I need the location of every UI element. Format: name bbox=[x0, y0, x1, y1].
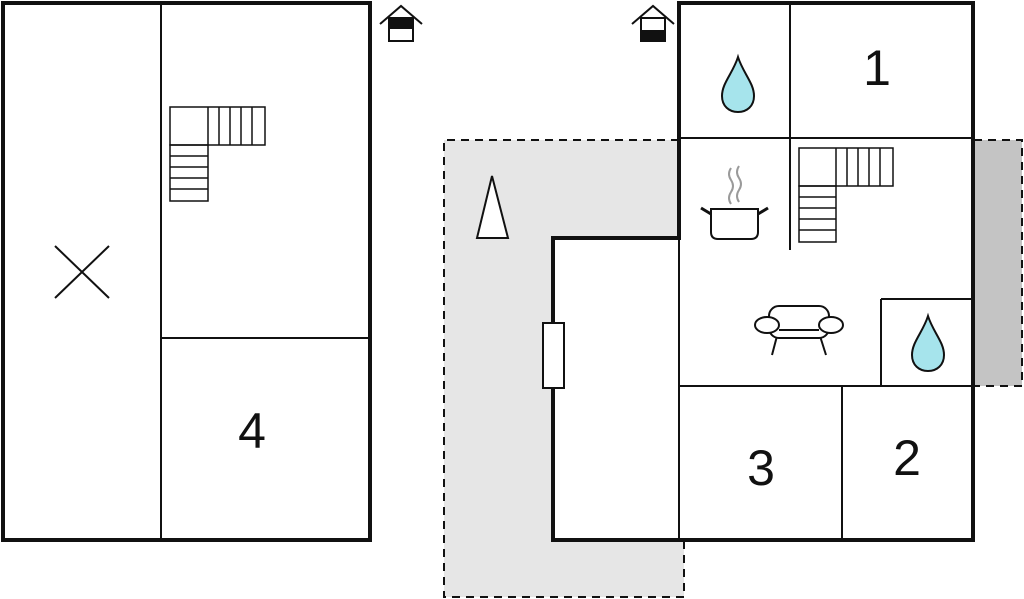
room-label-3: 3 bbox=[747, 440, 775, 496]
door-icon bbox=[542, 322, 565, 389]
north-arrow-icon bbox=[475, 175, 510, 239]
water-drop-icon bbox=[720, 53, 756, 114]
cooking-pot-icon bbox=[700, 165, 769, 240]
upper-floor: 4 bbox=[1, 1, 372, 542]
water-drop-icon bbox=[910, 312, 946, 373]
room-label-4: 4 bbox=[238, 403, 266, 459]
ground-floor: 1 2 3 bbox=[542, 1, 975, 542]
staircase-icon bbox=[798, 147, 894, 243]
room-label-2: 2 bbox=[893, 430, 921, 486]
room-label-1: 1 bbox=[863, 40, 891, 96]
staircase-icon bbox=[169, 106, 266, 202]
sofa-icon bbox=[754, 305, 844, 356]
upper-floor-outer-wall bbox=[1, 1, 372, 542]
house-ground-floor-icon bbox=[631, 4, 675, 42]
terrace-area bbox=[444, 140, 684, 597]
side-patio-dashed-border bbox=[974, 139, 1023, 387]
void-cross-icon bbox=[54, 245, 110, 299]
outdoor-areas bbox=[443, 139, 1023, 598]
terrace-dashed-border bbox=[443, 139, 685, 598]
side-patio-area bbox=[974, 140, 1022, 386]
house-upper-floor-icon bbox=[379, 4, 423, 42]
